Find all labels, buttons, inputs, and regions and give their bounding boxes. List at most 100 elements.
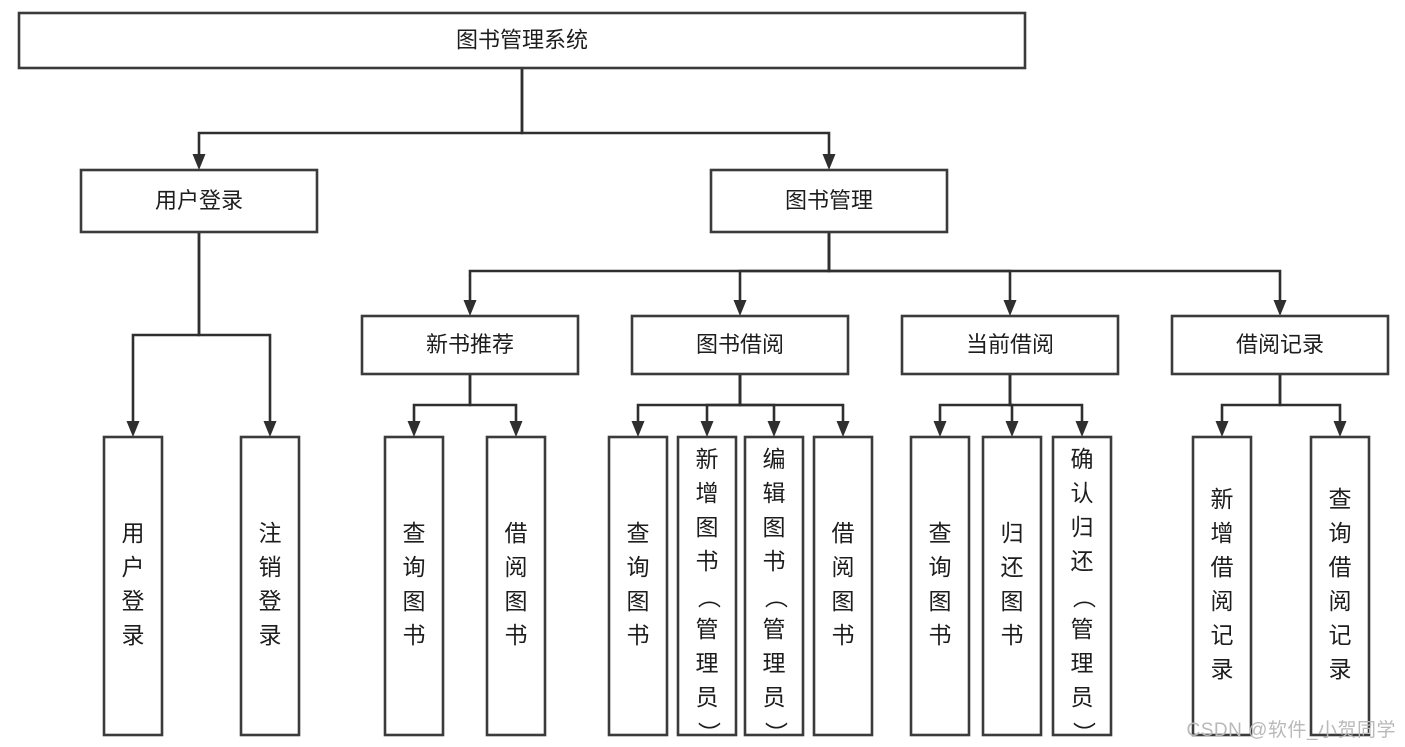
node-label-char: 图: [763, 514, 786, 540]
node-label-char: 阅: [1211, 588, 1234, 614]
node-label-char: 录: [122, 622, 145, 648]
node-box[interactable]: [630, 314, 850, 376]
connector-book-management-to-new-book-recommend: [463, 232, 831, 316]
node-label-char: 理: [763, 650, 786, 676]
node-label-char: 管: [696, 616, 719, 642]
node-label-char: 询: [403, 554, 426, 580]
level2-node-book-management[interactable]: 图书管理: [709, 168, 949, 234]
node-label-char: （: [696, 586, 722, 609]
node-box[interactable]: [239, 435, 301, 737]
node-label-char: 管: [763, 616, 786, 642]
node-box[interactable]: [79, 168, 319, 234]
level3-node-new-book-recommend[interactable]: 新书推荐: [360, 314, 580, 376]
node-box[interactable]: [1170, 314, 1390, 376]
node-label-char: 阅: [1329, 588, 1352, 614]
node-label-char: 询: [1329, 520, 1352, 546]
node-label-char: 书: [763, 548, 786, 574]
node-label: 图书管理系统: [456, 27, 588, 52]
node-label-char: 图: [627, 588, 650, 614]
node-box[interactable]: [485, 435, 547, 737]
connector-borrow-record-to-leaf-add-borrow-record: [1215, 374, 1282, 437]
node-label: 用户登录: [155, 188, 243, 213]
node-label-char: 书: [929, 622, 952, 648]
node-label-char: 注: [259, 520, 282, 546]
node-label-char: 查: [1329, 486, 1352, 512]
node-label-char: ）: [1071, 722, 1097, 745]
node-label-char: 阅: [505, 554, 528, 580]
node-label-char: 记: [1211, 622, 1234, 648]
node-box[interactable]: [709, 168, 949, 234]
node-label-char: 图: [505, 588, 528, 614]
node-label-char: 图: [696, 514, 719, 540]
node-label-char: 查: [929, 520, 952, 546]
node-box[interactable]: [909, 435, 971, 737]
node-box[interactable]: [1191, 435, 1253, 737]
node-label-char: 确: [1071, 446, 1094, 472]
connector-user-login-to-leaf-user-login: [126, 232, 201, 437]
leaf-node-leaf-user-login[interactable]: 用户登录: [102, 435, 164, 737]
node-box[interactable]: [360, 314, 580, 376]
node-label-char: 新: [1211, 486, 1234, 512]
node-label-char: ）: [763, 722, 789, 745]
node-label-char: 借: [832, 520, 855, 546]
node-label-char: 员: [1071, 684, 1094, 710]
level3-node-borrow-record[interactable]: 借阅记录: [1170, 314, 1390, 376]
node-label-char: ）: [696, 722, 722, 745]
node-box[interactable]: [607, 435, 669, 737]
root-node-root[interactable]: 图书管理系统: [17, 11, 1027, 70]
level3-node-book-borrow[interactable]: 图书借阅: [630, 314, 850, 376]
node-box[interactable]: [1051, 435, 1113, 737]
node-box[interactable]: [743, 435, 805, 737]
node-box[interactable]: [1309, 435, 1371, 737]
connector-book-borrow-to-leaf-add-book-admin: [700, 374, 742, 437]
node-label-char: 归: [1001, 520, 1024, 546]
connector-book-management-to-book-borrow: [733, 232, 831, 316]
node-label-char: 询: [627, 554, 650, 580]
node-label-char: 销: [259, 554, 282, 580]
connector-root-to-user-login: [192, 68, 524, 170]
level2-node-user-login[interactable]: 用户登录: [79, 168, 319, 234]
node-box[interactable]: [102, 435, 164, 737]
node-label-char: 查: [403, 520, 426, 546]
node-box[interactable]: [17, 11, 1027, 70]
connector-book-borrow-to-leaf-borrow-book: [738, 374, 850, 437]
node-label-char: 理: [1071, 650, 1094, 676]
node-label-char: 录: [259, 622, 282, 648]
node-box[interactable]: [981, 435, 1043, 737]
node-label-char: 管: [1071, 616, 1094, 642]
node-label-char: 书: [1001, 622, 1024, 648]
node-label-char: 新: [696, 446, 719, 472]
node-label-char: 登: [259, 588, 282, 614]
node-label-char: 还: [1071, 548, 1094, 574]
node-box[interactable]: [900, 314, 1120, 376]
node-label-char: 员: [696, 684, 719, 710]
node-label-char: 录: [1211, 656, 1234, 682]
node-label-char: 户: [122, 554, 145, 580]
node-label-char: 还: [1001, 554, 1024, 580]
node-box[interactable]: [812, 435, 874, 737]
node-box[interactable]: [383, 435, 445, 737]
node-label-char: 书: [832, 622, 855, 648]
node-label-char: 书: [627, 622, 650, 648]
node-box[interactable]: [676, 435, 738, 737]
level3-node-current-borrow[interactable]: 当前借阅: [900, 314, 1120, 376]
node-label-char: 借: [505, 520, 528, 546]
node-label-char: 借: [1211, 554, 1234, 580]
csdn-watermark: CSDN @软件_小贺同学: [1186, 720, 1396, 741]
node-label: 当前借阅: [966, 332, 1054, 357]
connector-book-management-to-borrow-record: [827, 232, 1287, 316]
node-label-char: 员: [763, 684, 786, 710]
